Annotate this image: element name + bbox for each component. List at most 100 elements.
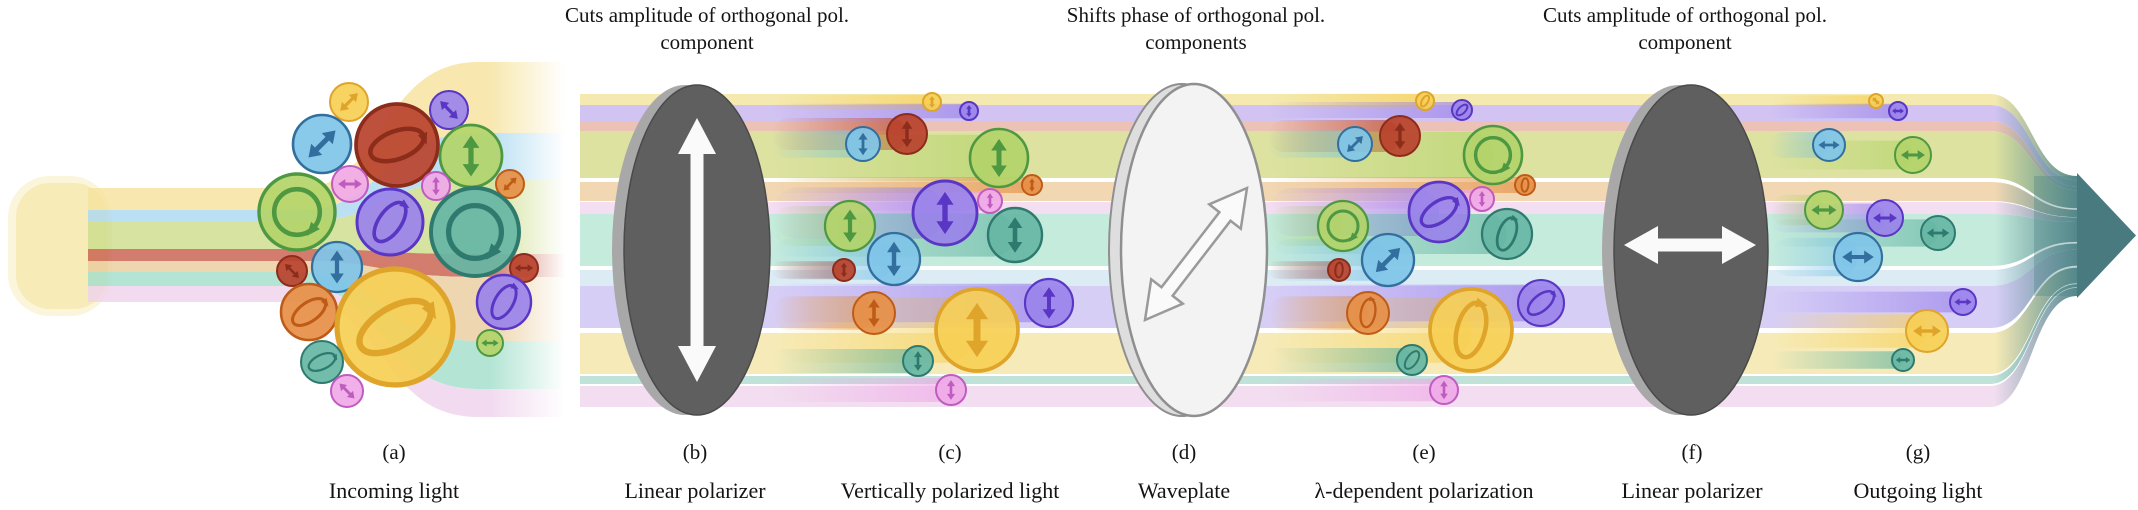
pol-arrow [1347, 136, 1363, 152]
stage-label-f: (f) Linear polarizer [1542, 440, 1842, 503]
linear-polarizer-f [1602, 84, 1769, 416]
pol-arrow [929, 96, 935, 108]
outgoing-arrow-group [2077, 173, 2136, 298]
pol-circle [1514, 174, 1536, 196]
polarization-state [1316, 199, 1370, 253]
pol-ellipse-arrowhead [510, 282, 519, 290]
pol-arrow [913, 351, 923, 371]
pol-circle [1346, 291, 1390, 335]
pol-circle [279, 282, 339, 342]
polarization-state [968, 127, 1030, 189]
pol-arrow [514, 264, 534, 272]
transmission-axis-arrow [1624, 226, 1756, 264]
color-trail [772, 349, 918, 373]
polarization-state [1407, 180, 1471, 244]
transmission-axis-arrow [1143, 185, 1249, 323]
polarization-state [495, 169, 525, 199]
color-trail [772, 378, 951, 402]
polarization-state [438, 123, 504, 189]
polarization-state [1337, 126, 1373, 162]
polarization-state [1888, 101, 1908, 121]
stage-name: Waveplate [1137, 478, 1231, 503]
pol-circle [1480, 207, 1534, 261]
pol-arrow [1440, 380, 1448, 400]
stage-letter: (g) [1905, 440, 1931, 464]
color-trail [1268, 378, 1444, 402]
annotation-text: Cuts amplitude of orthogonal pol. compon… [1542, 3, 1828, 54]
annotation-polarizer-f: Cuts amplitude of orthogonal pol. compon… [1525, 2, 1845, 56]
pol-ellipse-arrowhead [1550, 290, 1557, 298]
outgoing-arrowhead [2077, 173, 2136, 298]
color-trail [1770, 103, 1898, 119]
pol-arrow [1029, 178, 1035, 192]
polarization-state [310, 240, 364, 294]
polarization-state [1346, 291, 1390, 335]
pol-circle [355, 187, 425, 257]
pol-circle [1516, 278, 1566, 328]
color-trail [1770, 351, 1903, 369]
pol-arrow [1394, 122, 1406, 150]
pol-arrow [1892, 108, 1904, 114]
pol-ring-arrowhead [1500, 162, 1511, 174]
pol-circle [1451, 99, 1473, 121]
polarization-state [429, 186, 521, 278]
polarization-state [902, 345, 934, 377]
stage-label-d: (d) Waveplate [1034, 440, 1334, 503]
polarization-state [279, 282, 339, 342]
pol-arrow [330, 250, 344, 284]
pol-circle [300, 340, 344, 384]
color-trail [1770, 314, 1927, 348]
stage-letter: (c) [938, 440, 962, 464]
pol-circle [1428, 287, 1514, 373]
linear-polarizer-b [612, 84, 771, 416]
pol-circle [1415, 91, 1435, 111]
pol-arrow [1954, 298, 1972, 306]
polarization-state [1023, 277, 1075, 329]
polarization-state [1480, 207, 1534, 261]
annotation-polarizer-b: Cuts amplitude of orthogonal pol. compon… [547, 2, 867, 56]
stage-label-g: (g) Outgoing light [1768, 440, 2068, 503]
polarization-state [257, 172, 337, 252]
pol-arrow [462, 135, 480, 177]
pol-ring-arrowhead [486, 243, 502, 260]
pol-ellipse [1403, 350, 1421, 370]
polarization-state [355, 187, 425, 257]
stage-label-c: (c) Vertically polarized light [800, 440, 1100, 503]
polarization-state [1516, 278, 1566, 328]
pol-circle [429, 186, 521, 278]
pol-arrow [887, 241, 901, 277]
polarization-state [1415, 91, 1435, 111]
pol-arrow [339, 383, 355, 399]
pol-ellipse-arrowhead [1510, 214, 1519, 221]
polarization-state [1949, 288, 1977, 316]
polarization-state [476, 329, 504, 357]
color-trail [772, 238, 894, 280]
pol-arrow [1842, 250, 1874, 264]
polarization-state [330, 374, 364, 408]
stage-name: Linear polarizer [1621, 478, 1763, 503]
stage-name: Outgoing light [1853, 478, 1983, 503]
stage-label-a: (a) Incoming light [244, 440, 544, 503]
polarization-state [1360, 232, 1416, 288]
pol-ellipse [1520, 177, 1530, 193]
pol-ring [271, 186, 323, 238]
polarization-state [1429, 375, 1459, 405]
pol-arrow [1478, 191, 1486, 207]
stage-letter: (d) [1171, 440, 1197, 464]
color-trail [772, 103, 969, 119]
polarization-state [1379, 115, 1421, 157]
optical-devices [612, 82, 1769, 418]
polarization-state [331, 165, 369, 203]
polarization-state [429, 90, 469, 130]
pol-arrow [1818, 140, 1840, 150]
incoming-ribbon [88, 286, 565, 417]
pol-arrow [966, 105, 972, 117]
pol-arrow [1007, 217, 1023, 253]
annotation-text: Shifts phase of orthogonal pol. componen… [1066, 3, 1326, 54]
stage-name: Linear polarizer [624, 478, 766, 503]
pol-ellipse-arrowhead [321, 298, 329, 307]
pol-ellipse [1455, 103, 1469, 117]
pol-ellipse-arrowhead [1451, 197, 1460, 207]
polarization-state [475, 273, 533, 331]
